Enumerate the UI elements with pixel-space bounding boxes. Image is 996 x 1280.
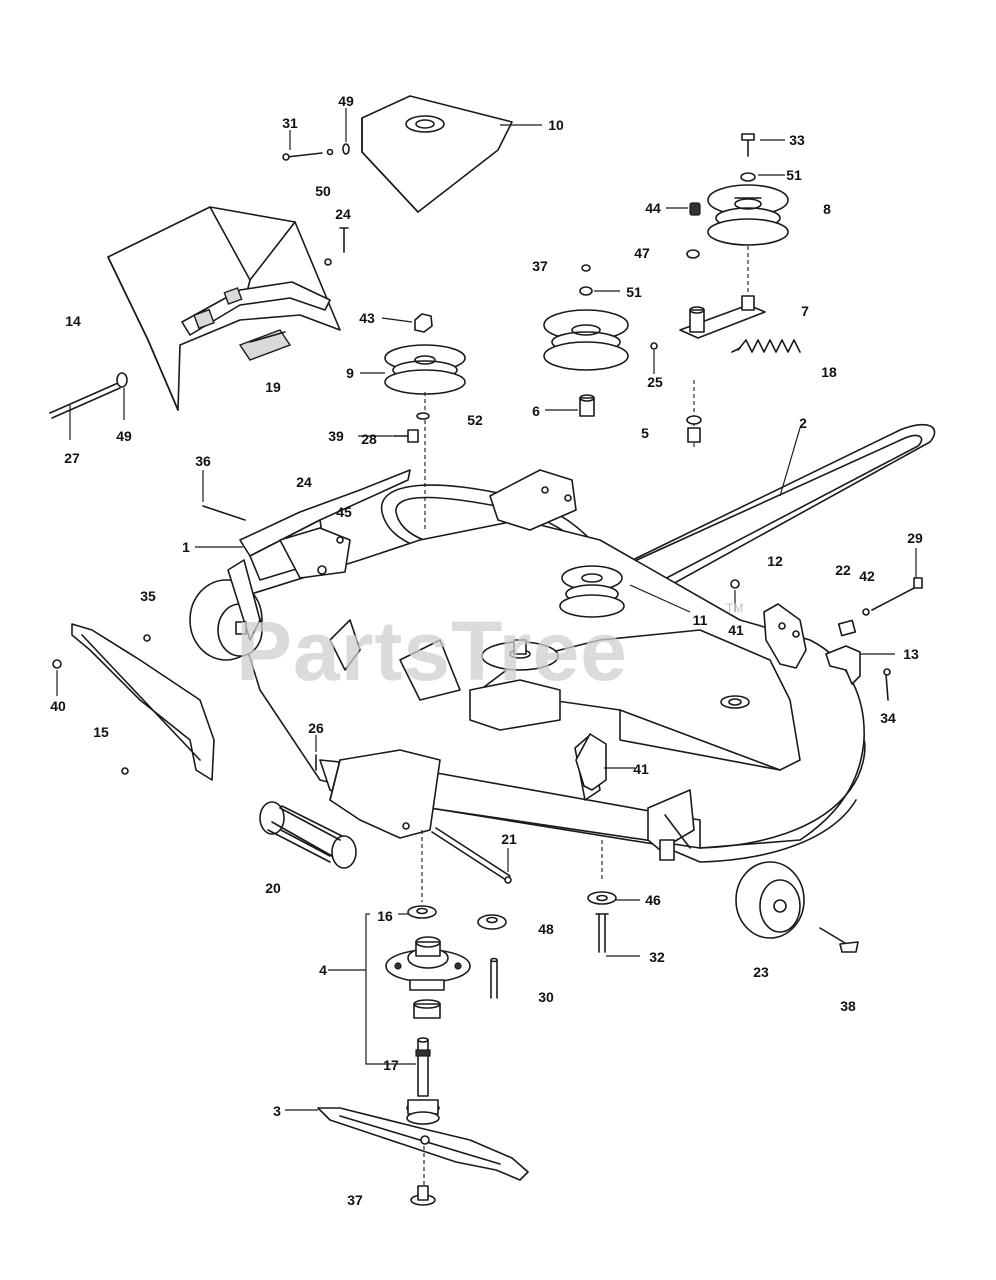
callout-23: 23 <box>753 964 769 980</box>
callout-41: 41 <box>728 622 744 638</box>
callout-8: 8 <box>823 201 831 217</box>
watermark-text: PartsTree <box>236 604 628 698</box>
callout-26: 26 <box>308 720 324 736</box>
part-idler-pulley-8 <box>666 133 789 295</box>
part-center-pulley <box>543 264 629 371</box>
callout-11: 11 <box>693 612 708 628</box>
part-belt-cover <box>361 95 542 213</box>
callout-16: 16 <box>377 908 393 924</box>
callout-4: 4 <box>319 962 327 978</box>
part-washer-48 <box>477 914 507 930</box>
part-bolt-24 <box>339 227 349 253</box>
callout-15: 15 <box>93 724 109 740</box>
callout-32: 32 <box>649 949 665 965</box>
part-roller-20 <box>259 749 441 869</box>
part-bracket-13 <box>825 619 895 701</box>
callout-46: 46 <box>645 892 661 908</box>
callout-36: 36 <box>195 453 211 469</box>
watermark-trademark: TM <box>726 601 743 615</box>
callout-39: 39 <box>328 428 344 444</box>
callout-14: 14 <box>65 313 81 329</box>
callout-30: 30 <box>538 989 554 1005</box>
part-bolt-36 <box>202 470 246 521</box>
part-blade-3 <box>285 1107 529 1206</box>
part-discharge-chute <box>107 206 341 411</box>
part-spacer-5 <box>686 380 702 450</box>
part-rod-27 <box>49 372 128 440</box>
callout-18: 18 <box>821 364 837 380</box>
callout-45: 45 <box>336 504 352 520</box>
callout-40: 40 <box>50 698 66 714</box>
callout-7: 7 <box>801 303 809 319</box>
callout-37: 37 <box>532 258 548 274</box>
part-pin-30 <box>490 957 498 999</box>
part-bracket-41b <box>575 733 635 791</box>
part-bracket-28 <box>489 469 577 531</box>
callout-12: 12 <box>767 553 783 569</box>
callout-42: 42 <box>859 568 875 584</box>
part-pulley-9 <box>360 313 466 530</box>
callout-20: 20 <box>265 880 281 896</box>
part-pin-21 <box>431 827 512 884</box>
part-bolt-29 <box>862 548 923 616</box>
part-bracket-41a <box>730 579 807 669</box>
callout-50: 50 <box>315 183 331 199</box>
callout-29: 29 <box>907 530 923 546</box>
callout-labels: 10 49 31 50 24 33 51 44 8 37 47 51 7 14 … <box>50 93 923 1208</box>
callout-48: 48 <box>538 921 554 937</box>
callout-13: 13 <box>903 646 919 662</box>
part-bolt-39 <box>358 429 419 443</box>
callout-9: 9 <box>346 365 354 381</box>
part-bushing-6 <box>545 394 595 417</box>
part-deck-pulley <box>559 565 691 618</box>
callout-31: 31 <box>282 115 298 131</box>
callout-5: 5 <box>641 425 649 441</box>
callout-1: 1 <box>182 539 190 555</box>
callout-25: 25 <box>647 374 663 390</box>
callout-51: 51 <box>786 167 802 183</box>
callout-17: 17 <box>383 1057 399 1073</box>
callout-47: 47 <box>634 245 650 261</box>
callout-10: 10 <box>548 117 564 133</box>
callout-22: 22 <box>835 562 851 578</box>
callout-43: 43 <box>359 310 375 326</box>
part-spindle-assembly-4 <box>328 830 471 1125</box>
part-side-plate-15 <box>52 623 215 781</box>
part-bolt-31 <box>282 108 350 161</box>
callout-24: 24 <box>335 206 351 222</box>
callout-49: 49 <box>338 93 354 109</box>
part-rear-wheel-23 <box>647 789 859 953</box>
callout-27: 27 <box>64 450 80 466</box>
callout-37b: 37 <box>347 1192 363 1208</box>
part-spring-18 <box>731 339 801 353</box>
callout-24b: 24 <box>296 474 312 490</box>
part-gauge-wheel-35 <box>189 559 263 661</box>
callout-3: 3 <box>273 1103 281 1119</box>
callout-28: 28 <box>361 431 377 447</box>
part-front-bracket-1 <box>195 469 411 581</box>
callout-33: 33 <box>789 132 805 148</box>
callout-21: 21 <box>501 831 517 847</box>
callout-38: 38 <box>840 998 856 1014</box>
callout-34: 34 <box>880 710 896 726</box>
part-idler-arm-7 <box>650 295 766 374</box>
callout-52: 52 <box>467 412 483 428</box>
callout-6: 6 <box>532 403 540 419</box>
part-hinge-19 <box>238 329 292 361</box>
callout-35: 35 <box>140 588 156 604</box>
callout-19: 19 <box>265 379 281 395</box>
callout-49b: 49 <box>116 428 132 444</box>
callout-44: 44 <box>645 200 661 216</box>
callout-2: 2 <box>799 415 807 431</box>
part-drive-pulley <box>481 639 559 671</box>
callout-51b: 51 <box>626 284 642 300</box>
part-bolt-32 <box>587 840 640 957</box>
callout-41b: 41 <box>633 761 649 777</box>
